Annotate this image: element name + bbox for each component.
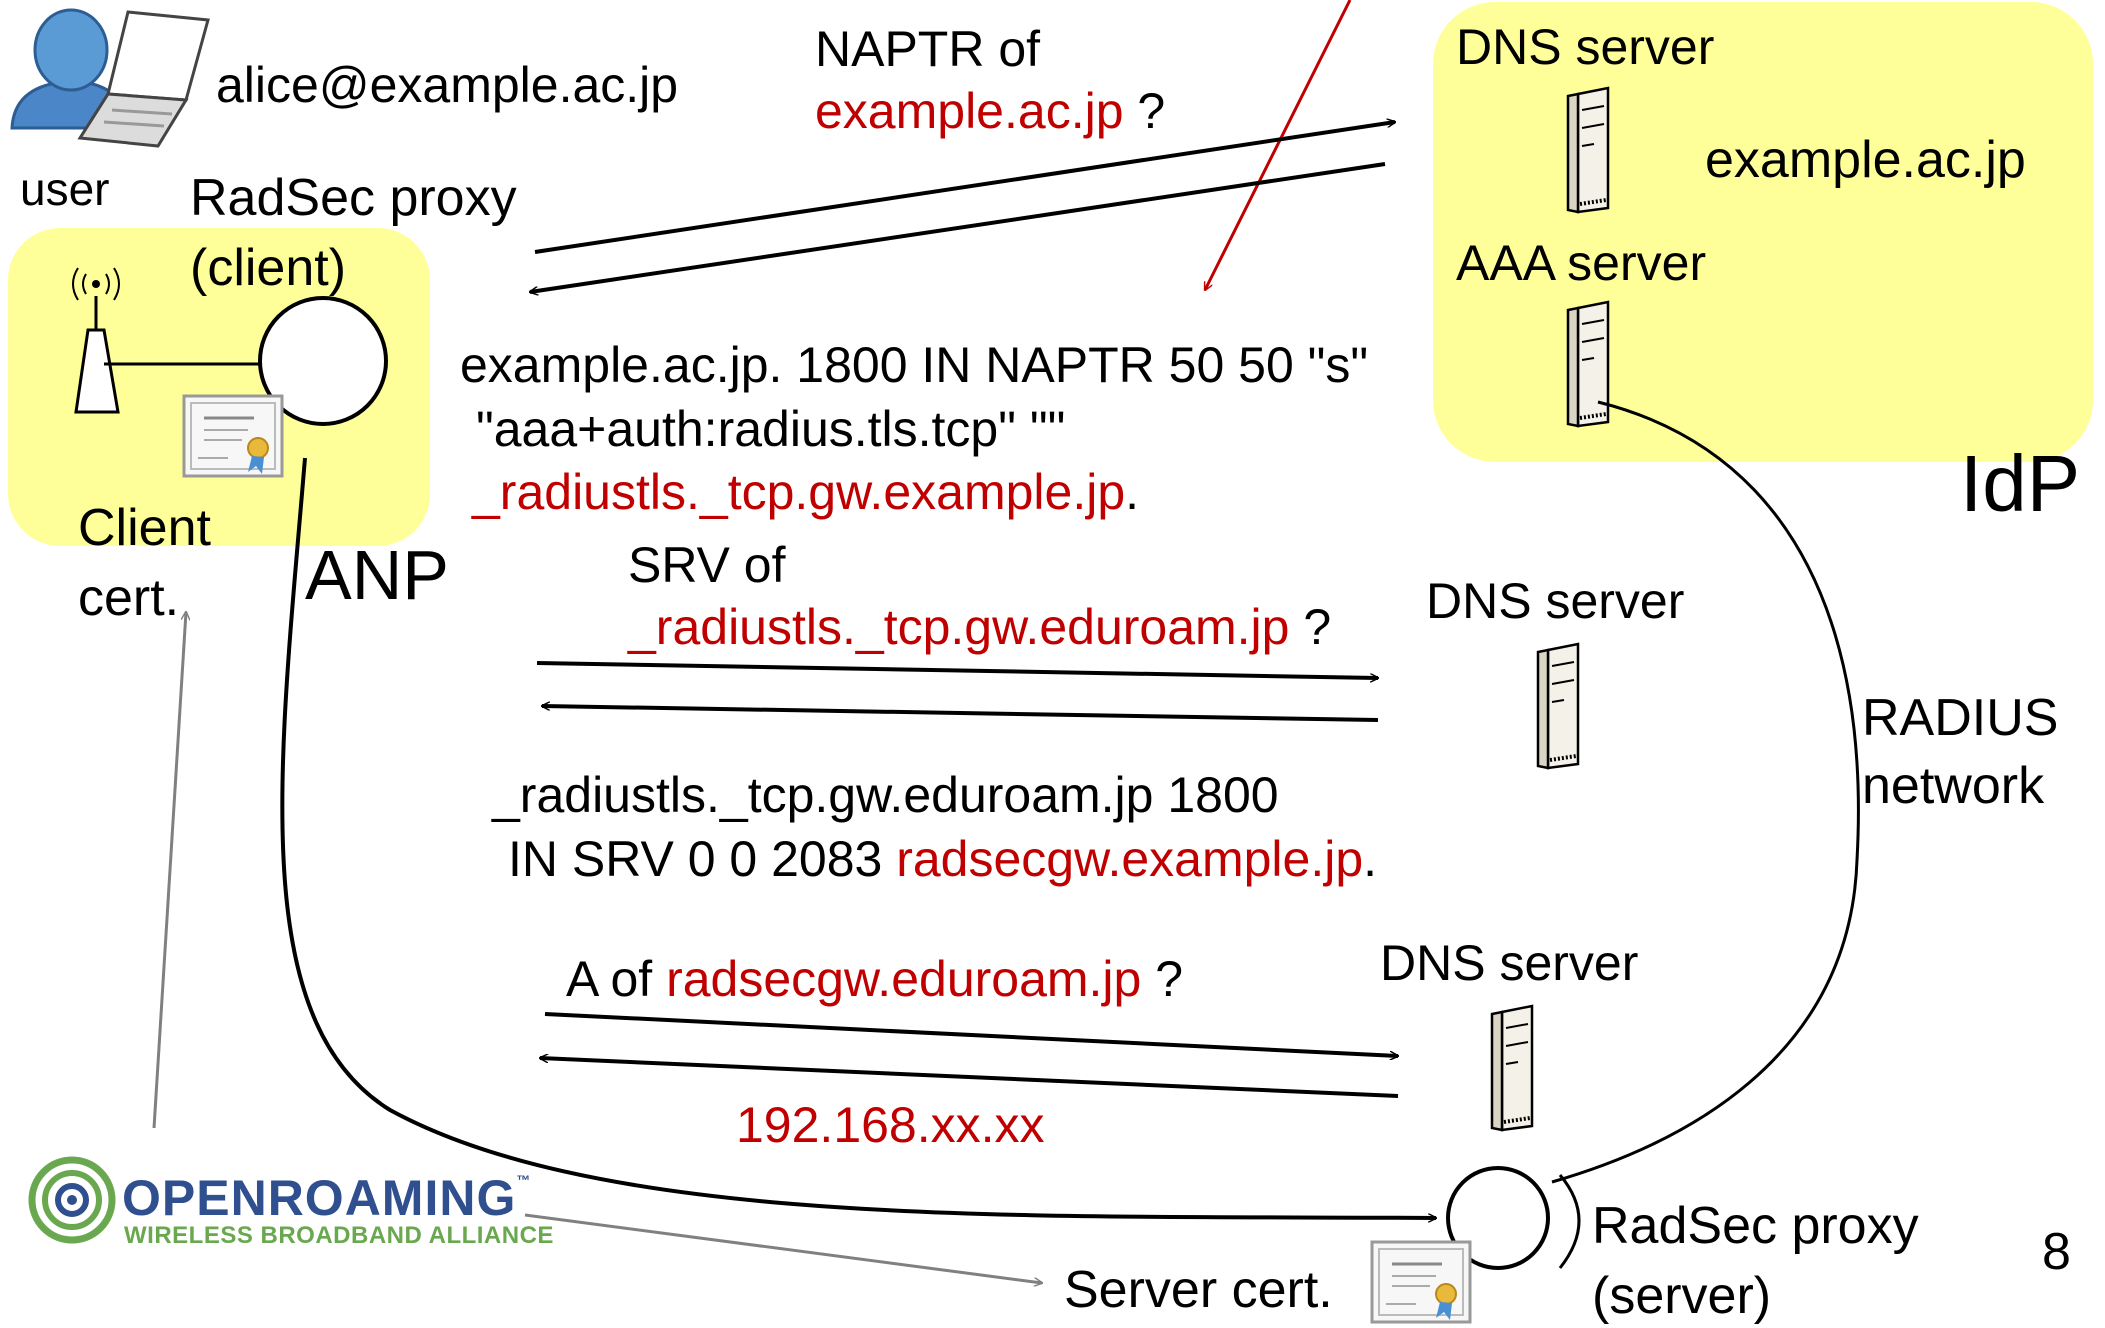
naptr-query-arrow — [534, 122, 1395, 254]
srv-answer-record: IN SRV 0 0 2083 — [508, 831, 897, 887]
idp-dns-server-label: DNS server — [1456, 19, 1715, 75]
naptr-answer-arrow — [530, 162, 1386, 292]
srv-query-mark: ? — [1289, 599, 1332, 655]
srv-query-arrow — [536, 661, 1378, 678]
aaa-server-label: AAA server — [1456, 235, 1707, 291]
dns-server-2-icon — [1536, 642, 1580, 770]
srv-query-line1: SRV of — [628, 537, 786, 593]
client-cert-label-1: Client — [78, 499, 211, 557]
a-answer-arrow — [540, 1058, 1399, 1098]
naptr-answer-end: . — [1125, 464, 1140, 520]
server-cert-issuer-arrow — [524, 1213, 1042, 1283]
naptr-query-mark: ? — [1123, 83, 1166, 139]
client-proxy-title: RadSec proxy — [190, 169, 517, 227]
naptr-answer-line1: example.ac.jp. 1800 IN NAPTR 50 50 "s" — [460, 337, 1369, 393]
srv-query-domain: _radiustls._tcp.gw.eduroam.jp — [628, 599, 1290, 655]
client-proxy-subtitle: (client) — [190, 239, 347, 297]
a-query-domain: radsecgw.eduroam.jp — [666, 951, 1142, 1007]
srv-answer-host: radsecgw.example.jp — [896, 831, 1364, 887]
naptr-query-line2: example.ac.jp ? — [815, 86, 1165, 136]
naptr-answer-line3: _radiustls._tcp.gw.example.jp. — [472, 467, 1139, 517]
openroaming-word: OPENROAMING — [122, 1170, 517, 1226]
idp-domain: example.ac.jp — [1705, 131, 2026, 189]
radius-network-curve — [1551, 400, 1860, 1184]
dns-server-2-label: DNS server — [1426, 573, 1685, 629]
tls-connection-curve — [280, 457, 1436, 1218]
openroaming-tm: ™ — [516, 1172, 532, 1188]
server-proxy-node — [1446, 1166, 1550, 1270]
srv-answer-line1: _radiustls._tcp.gw.eduroam.jp 1800 — [492, 767, 1279, 823]
idp-dns-server-icon — [1566, 86, 1610, 214]
srv-answer-arrow — [542, 706, 1379, 722]
naptr-query-domain: example.ac.jp — [815, 83, 1124, 139]
client-cert-icon — [182, 394, 284, 478]
openroaming-tagline: WIRELESS BROADBAND ALLIANCE — [124, 1222, 554, 1249]
dns-server-3-label: DNS server — [1380, 935, 1639, 991]
a-query-arrow — [544, 1012, 1398, 1056]
idp-label: IdP — [1960, 439, 2081, 528]
red-pointer-arrow — [1203, 0, 1352, 290]
server-cert-label: Server cert. — [1064, 1261, 1333, 1319]
server-proxy-subtitle: (server) — [1592, 1267, 1772, 1325]
server-proxy-title: RadSec proxy — [1592, 1197, 1919, 1255]
openroaming-wordmark: OPENROAMING™ — [122, 1173, 531, 1223]
server-proxy-bracket — [1558, 1174, 1581, 1269]
dns-server-3-icon — [1490, 1004, 1534, 1132]
anp-label: ANP — [305, 536, 449, 614]
openroaming-logo-icon — [28, 1156, 116, 1244]
srv-answer-line2: IN SRV 0 0 2083 radsecgw.example.jp. — [508, 834, 1377, 884]
client-proxy-node — [258, 296, 388, 426]
aaa-server-icon — [1566, 300, 1610, 428]
srv-answer-end: . — [1363, 831, 1378, 887]
naptr-query-line1: NAPTR of — [815, 21, 1041, 77]
page-number: 8 — [2042, 1223, 2071, 1281]
client-cert-label-2: cert. — [78, 569, 180, 627]
radius-network-line1: RADIUS — [1862, 689, 2059, 747]
radius-network-line2: network — [1862, 757, 2045, 815]
a-query-prefix: A of — [566, 951, 667, 1007]
naptr-answer-line2: "aaa+auth:radius.tls.tcp" "" — [476, 401, 1066, 457]
a-query-mark: ? — [1141, 951, 1184, 1007]
srv-query-line2: _radiustls._tcp.gw.eduroam.jp ? — [628, 602, 1331, 652]
user-email: alice@example.ac.jp — [216, 57, 679, 113]
client-cert-issuer-arrow — [152, 612, 186, 1129]
user-label: user — [20, 163, 110, 215]
a-answer-ip: 192.168.xx.xx — [736, 1097, 1045, 1153]
access-point-icon — [72, 267, 120, 414]
a-query-text: A of radsecgw.eduroam.jp ? — [566, 954, 1183, 1004]
server-cert-icon — [1370, 1240, 1472, 1324]
user-icon — [10, 8, 130, 130]
laptop-icon — [77, 10, 210, 148]
naptr-answer-target: _radiustls._tcp.gw.example.jp — [472, 464, 1126, 520]
